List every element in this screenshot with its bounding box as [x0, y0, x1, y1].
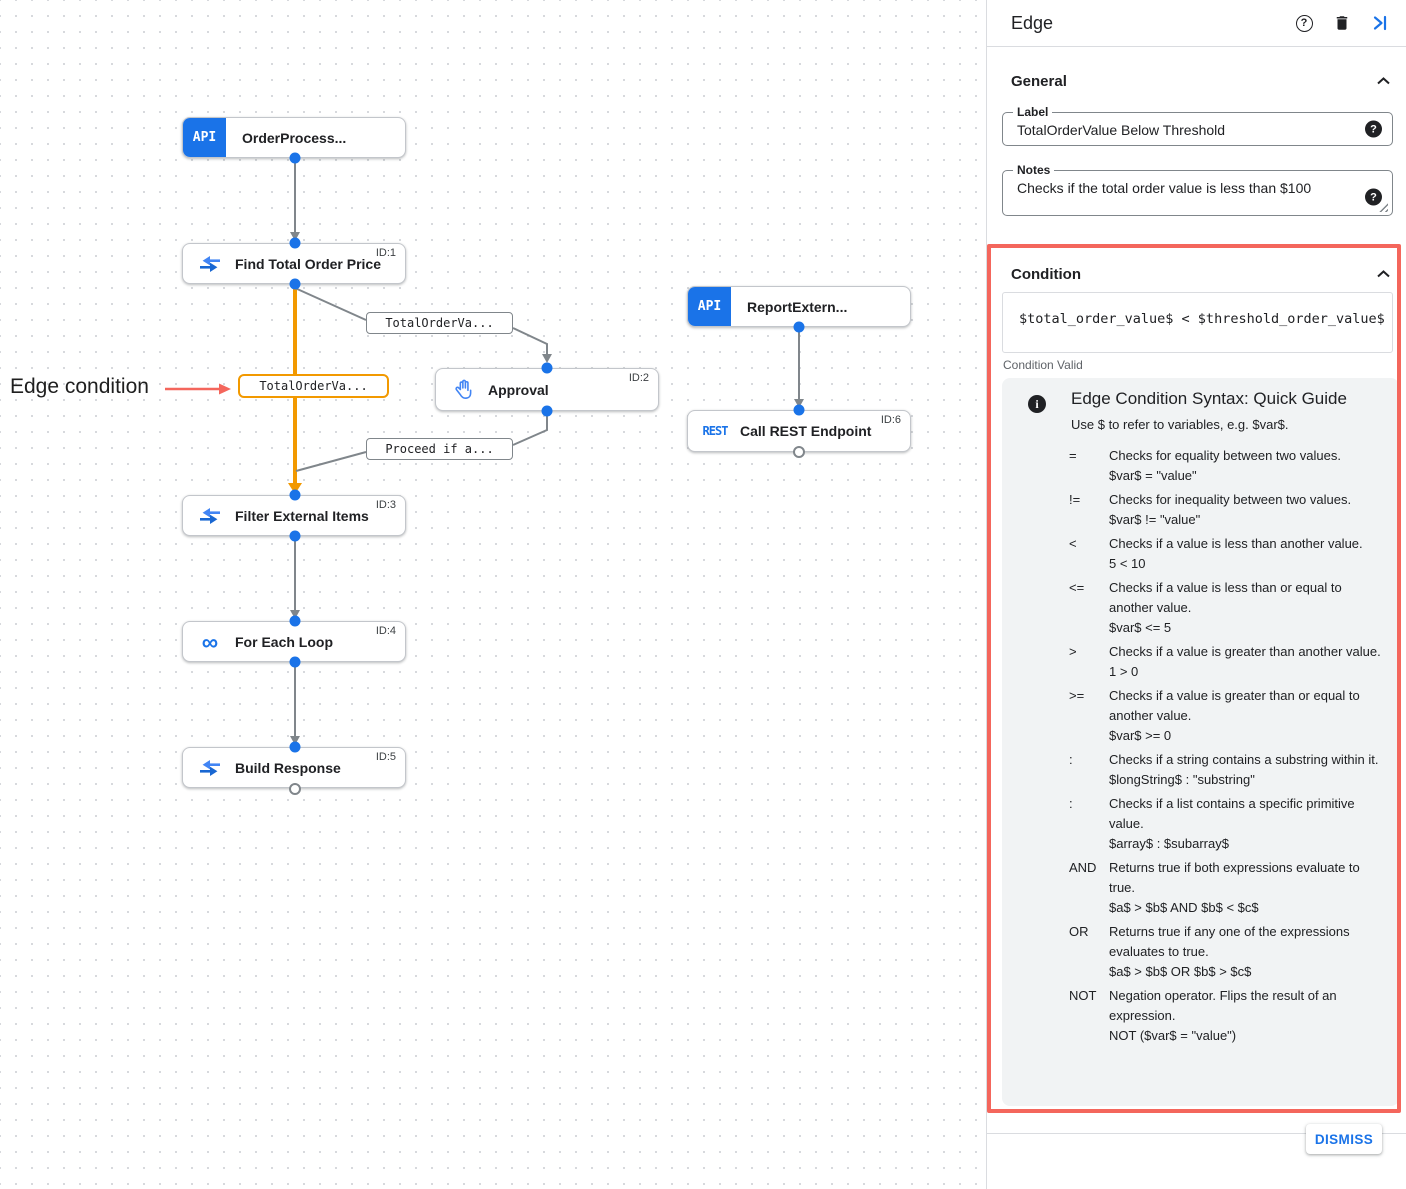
- port-build-in[interactable]: [289, 741, 301, 753]
- data-mapping-icon: [198, 507, 222, 524]
- guide-row-greater-than: > Checks if a value is greater than anot…: [1069, 644, 1381, 679]
- port-call-rest-out-empty[interactable]: [793, 446, 805, 458]
- node-title: Approval: [488, 381, 549, 398]
- port-foreach-in[interactable]: [289, 615, 301, 627]
- edge-label-from-approval[interactable]: Proceed if a...: [366, 438, 513, 460]
- guide-row-not: NOT Negation operator. Flips the result …: [1069, 988, 1337, 1043]
- chevron-up-icon[interactable]: [1377, 270, 1390, 278]
- node-title: Filter External Items: [235, 507, 369, 524]
- label-field[interactable]: Label TotalOrderValue Below Threshold ?: [1002, 105, 1393, 146]
- textarea-resize-handle[interactable]: [1379, 203, 1388, 212]
- node-call-rest-endpoint[interactable]: REST Call REST Endpoint ID:6: [687, 410, 911, 452]
- node-id: ID:4: [375, 625, 396, 637]
- general-section-header[interactable]: General: [1011, 69, 1390, 93]
- guide-row-equals: = Checks for equality between two values…: [1069, 448, 1341, 483]
- node-id: ID:1: [375, 247, 396, 259]
- port-order-trigger-out[interactable]: [289, 152, 301, 164]
- notes-field-value[interactable]: Checks if the total order value is less …: [1017, 180, 1312, 196]
- edge-label-selected[interactable]: TotalOrderVa...: [238, 374, 389, 398]
- node-title: For Each Loop: [235, 633, 333, 650]
- node-id: ID:5: [375, 751, 396, 763]
- flow-canvas[interactable]: API OrderProcess... Find Total Order Pri…: [0, 0, 986, 1189]
- loop-infinity-icon: ∞: [201, 628, 219, 655]
- guide-row-less-equal: <= Checks if a value is less than or equ…: [1069, 580, 1342, 635]
- port-approval-out[interactable]: [541, 405, 553, 417]
- general-section-title: General: [1011, 72, 1067, 90]
- guide-row-or: OR Returns true if any one of the expres…: [1069, 924, 1350, 979]
- port-build-out-empty[interactable]: [289, 783, 301, 795]
- node-id: ID:6: [880, 414, 901, 426]
- panel-title: Edge: [1011, 12, 1054, 33]
- notes-field-label: Notes: [1013, 163, 1055, 177]
- port-approval-in[interactable]: [541, 362, 553, 374]
- guide-title: Edge Condition Syntax: Quick Guide: [1071, 389, 1347, 408]
- api-trigger-icon: API: [688, 287, 731, 326]
- node-report-external-trigger[interactable]: API ReportExtern...: [687, 286, 911, 327]
- condition-expression-input[interactable]: $total_order_value$ < $threshold_order_v…: [1002, 292, 1393, 353]
- dismiss-button[interactable]: DISMISS: [1306, 1124, 1382, 1154]
- guide-row-list-contains: : Checks if a list contains a specific p…: [1069, 796, 1355, 851]
- label-field-label: Label: [1013, 105, 1053, 119]
- condition-valid-status: Condition Valid: [1003, 358, 1083, 372]
- guide-row-not-equals: != Checks for inequality between two val…: [1069, 492, 1352, 527]
- delete-icon[interactable]: [1332, 13, 1352, 33]
- port-find-total-out[interactable]: [289, 278, 301, 290]
- edge-condition-annotation: Edge condition: [10, 375, 149, 398]
- node-for-each-loop[interactable]: ∞ For Each Loop ID:4: [182, 621, 406, 662]
- guide-intro: Use $ to refer to variables, e.g. $var$.: [1071, 417, 1289, 432]
- guide-row-substring: : Checks if a string contains a substrin…: [1069, 752, 1379, 787]
- label-field-value[interactable]: TotalOrderValue Below Threshold: [1017, 122, 1226, 138]
- edge-config-panel: Edge ? General Label TotalOrderValue Bel…: [986, 0, 1406, 1189]
- node-title: Find Total Order Price: [235, 255, 381, 272]
- label-help-icon[interactable]: ?: [1365, 120, 1382, 138]
- node-title: OrderProcess...: [242, 129, 347, 146]
- node-build-response[interactable]: Build Response ID:5: [182, 747, 406, 788]
- guide-row-greater-equal: >= Checks if a value is greater than or …: [1069, 688, 1360, 743]
- api-trigger-icon: API: [183, 118, 226, 157]
- node-approval[interactable]: Approval ID:2: [435, 368, 659, 411]
- info-icon: i: [1028, 395, 1046, 413]
- panel-header: Edge ?: [987, 0, 1406, 47]
- node-id: ID:2: [628, 372, 649, 384]
- rest-task-icon: REST: [702, 424, 729, 438]
- port-filter-in[interactable]: [289, 489, 301, 501]
- notes-help-icon[interactable]: ?: [1365, 188, 1382, 206]
- data-mapping-icon: [198, 759, 222, 776]
- edge-label-to-approval[interactable]: TotalOrderVa...: [366, 312, 513, 334]
- panel-bottom-divider: [986, 1133, 1406, 1134]
- port-find-total-in[interactable]: [289, 237, 301, 249]
- condition-section-header[interactable]: Condition: [1011, 262, 1390, 286]
- node-title: ReportExtern...: [747, 298, 848, 315]
- node-filter-external-items[interactable]: Filter External Items ID:3: [182, 495, 406, 536]
- condition-expression[interactable]: $total_order_value$ < $threshold_order_v…: [1019, 311, 1385, 327]
- data-mapping-icon: [198, 255, 222, 272]
- port-call-rest-in[interactable]: [793, 404, 805, 416]
- collapse-panel-icon[interactable]: [1370, 13, 1390, 33]
- port-foreach-out[interactable]: [289, 656, 301, 668]
- node-title: Call REST Endpoint: [740, 423, 872, 439]
- condition-syntax-guide: i Edge Condition Syntax: Quick Guide Use…: [1002, 378, 1399, 1106]
- condition-section-title: Condition: [1011, 265, 1081, 283]
- port-filter-out[interactable]: [289, 530, 301, 542]
- chevron-up-icon[interactable]: [1377, 77, 1390, 85]
- guide-row-and: AND Returns true if both expressions eva…: [1069, 860, 1360, 915]
- node-order-process-trigger[interactable]: API OrderProcess...: [182, 117, 406, 158]
- flow-edges: [165, 158, 804, 745]
- port-report-trigger-out[interactable]: [793, 321, 805, 333]
- node-find-total-order-price[interactable]: Find Total Order Price ID:1: [182, 243, 406, 284]
- node-title: Build Response: [235, 759, 341, 776]
- help-icon[interactable]: ?: [1294, 13, 1314, 33]
- approval-hand-icon: [451, 379, 475, 400]
- guide-row-less-than: < Checks if a value is less than another…: [1069, 536, 1363, 571]
- notes-field[interactable]: Notes Checks if the total order value is…: [1002, 163, 1393, 216]
- node-id: ID:3: [375, 499, 396, 511]
